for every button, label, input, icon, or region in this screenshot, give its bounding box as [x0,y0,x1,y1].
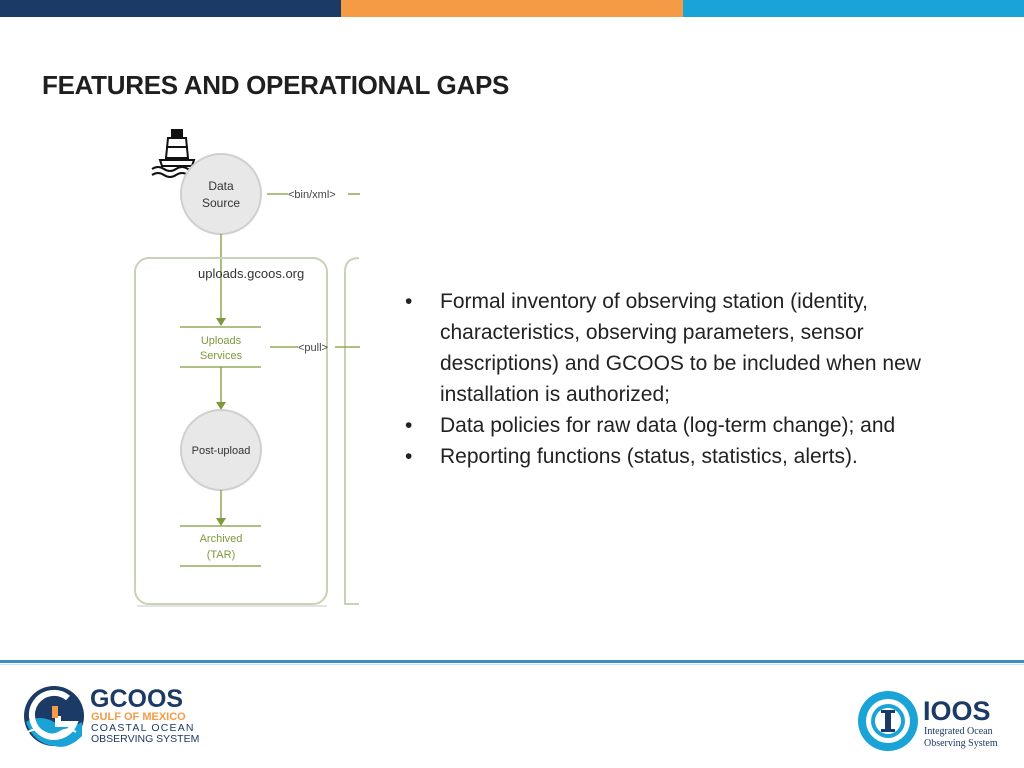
data-source-label-line1: Data [208,179,234,193]
archived-label-line2: (TAR) [207,549,236,561]
bullet-marker: • [405,290,413,313]
slide-title: FEATURES AND OPERATIONAL GAPS [42,70,510,100]
post-upload-label: Post-upload [192,445,251,457]
data-flow-diagram: Data Source <bin/xml> uploads.gcoos.org … [134,129,360,607]
arrow-head-uploads [216,318,226,326]
bullet-marker: • [405,445,413,468]
gcoos-tagline-3: OBSERVING SYSTEM [91,733,199,745]
bullet-item-data-policies: • Data policies for raw data (log-term ch… [405,410,925,441]
data-source-label-line2: Source [202,196,240,210]
arrow-head-post-upload [216,402,226,410]
bullet-marker: • [405,414,413,437]
gcoos-tagline-2: COASTAL OCEAN [91,722,195,734]
ioos-emblem-icon [858,691,918,751]
ioos-tagline-1: Integrated Ocean [924,726,993,737]
adjacent-container-edge [344,257,360,605]
pull-label: <pull> [298,342,328,354]
ioos-logo: IOOS Integrated Ocean Observing System [858,691,998,751]
bullet-item-reporting: • Reporting functions (status, statistics… [405,441,925,472]
bullet-list: • Formal inventory of observing station (… [405,286,925,472]
archived-label-line1: Archived [200,533,243,545]
uploads-services-label-line1: Uploads [201,335,242,347]
gcoos-emblem-icon [24,686,84,747]
top-bar-blue-segment [683,0,1024,17]
uploads-container [134,257,328,605]
bin-xml-label: <bin/xml> [288,189,336,201]
gcoos-tagline-1: GULF OF MEXICO [91,711,186,723]
gcoos-logo: GCOOS GULF OF MEXICO COASTAL OCEAN OBSER… [24,685,199,747]
bullet-text: Reporting functions (status, statistics,… [440,445,858,468]
footer-divider-shadow [0,664,1024,665]
ioos-tagline-2: Observing System [924,738,998,749]
ioos-name: IOOS [923,696,991,726]
footer-divider [0,660,1024,663]
data-source-node [180,153,262,235]
uploads-services-label-line2: Services [200,350,243,362]
bullet-text: Formal inventory of observing station (i… [440,290,921,406]
top-color-bar [0,0,1024,17]
top-bar-navy-segment [0,0,341,17]
top-bar-orange-segment [341,0,683,17]
bullet-text: Data policies for raw data (log-term cha… [440,414,896,437]
bullet-item-inventory: • Formal inventory of observing station (… [405,286,925,410]
uploads-domain-label: uploads.gcoos.org [198,266,304,281]
arrow-head-archived [216,518,226,526]
gcoos-name: GCOOS [90,685,183,713]
